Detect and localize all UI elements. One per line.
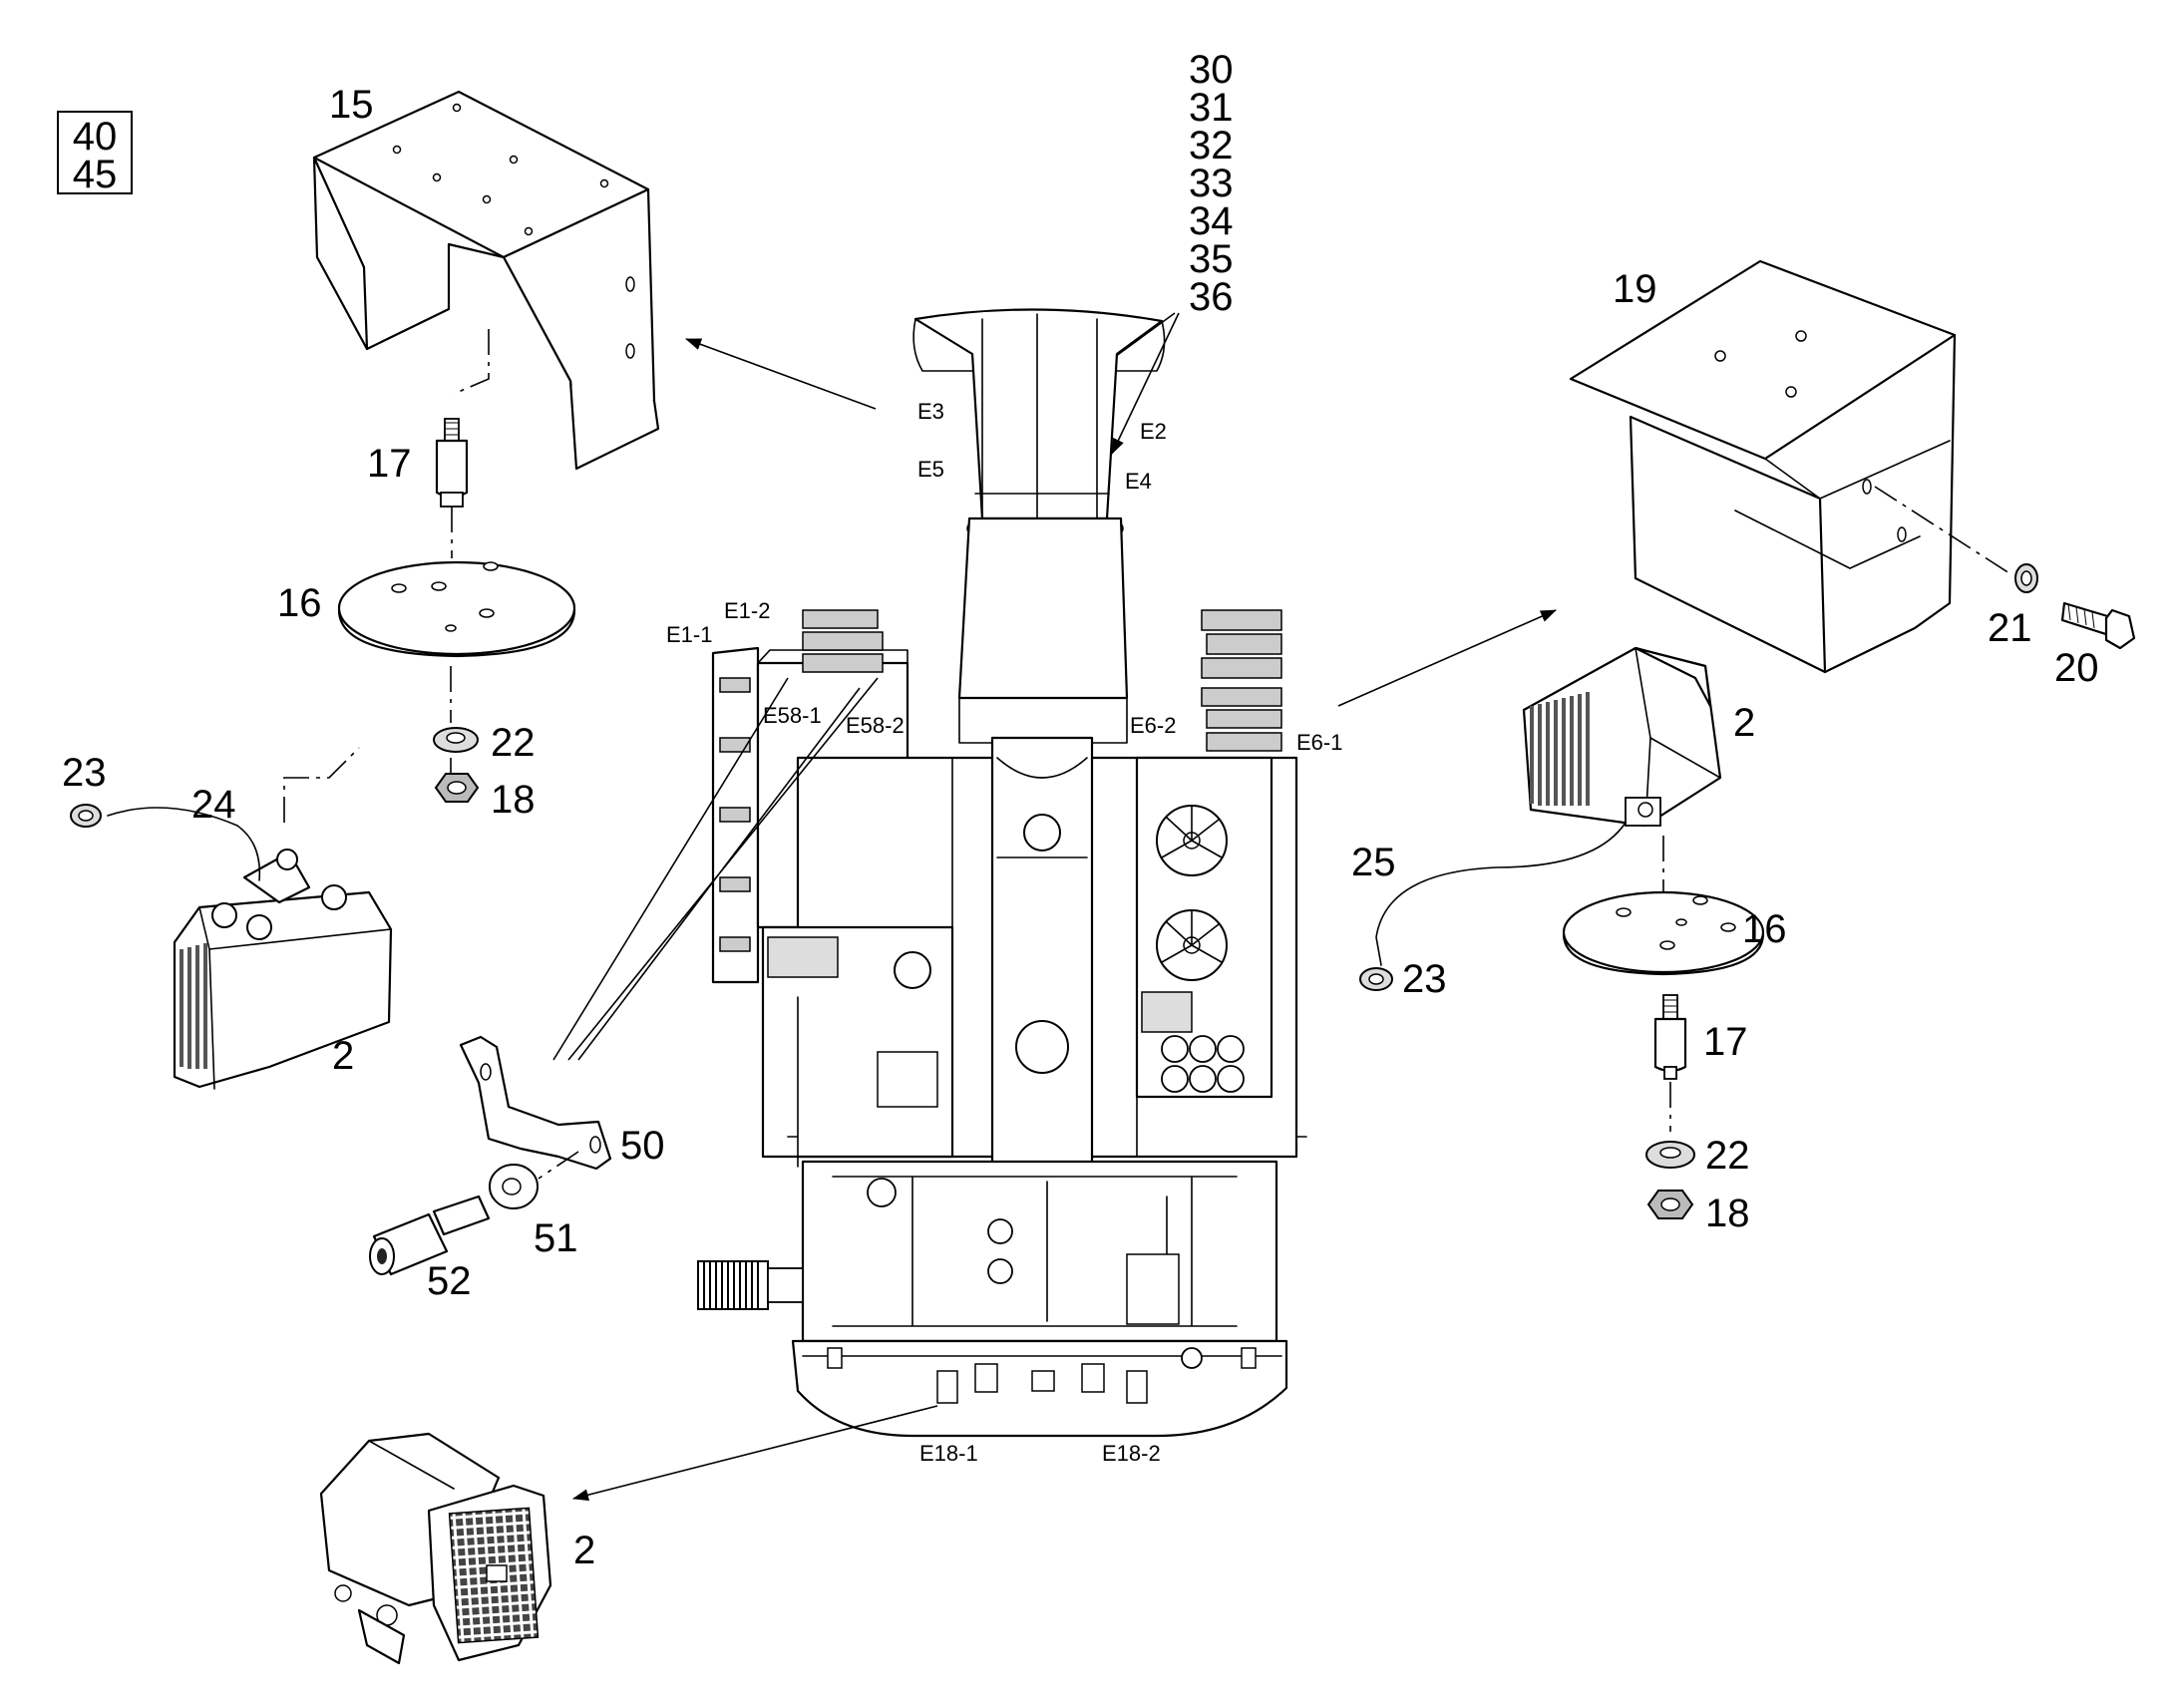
machine-body-icon: [697, 308, 1307, 1438]
ref-e6-1: E6-1: [1296, 730, 1342, 755]
callout-35: 35: [1189, 237, 1234, 281]
ref-e1-1: E1-1: [666, 622, 712, 647]
page-ref-line1: 40: [73, 115, 118, 159]
arrow-to-19: [1337, 609, 1557, 707]
cable-25: [1375, 822, 1627, 966]
callout-25: 25: [1351, 841, 1396, 884]
cable-24: [107, 807, 261, 881]
callout-31: 31: [1189, 86, 1234, 130]
ref-e5: E5: [917, 457, 944, 482]
callout-18a: 18: [491, 778, 536, 822]
callout-15: 15: [329, 83, 374, 127]
callout-17a: 17: [367, 442, 412, 486]
centerline-15: [453, 329, 490, 395]
grommet-23b-icon: [1359, 967, 1393, 991]
callout-30: 30: [1189, 48, 1234, 92]
callout-22b: 22: [1705, 1134, 1750, 1178]
callout-16a: 16: [277, 581, 322, 625]
callout-50: 50: [620, 1124, 665, 1168]
bracket-19-icon: [1569, 259, 1957, 674]
callout-16b: 16: [1742, 907, 1787, 951]
callout-36: 36: [1189, 275, 1234, 319]
cable-drum: [697, 1260, 804, 1310]
callout-21: 21: [1988, 606, 2032, 650]
ref-e58-2: E58-2: [846, 713, 905, 738]
callout-2b: 2: [1733, 701, 1755, 745]
callout-32: 32: [1189, 124, 1234, 168]
callout-stack-30-36: 30 31 32 33 34 35 36: [1189, 48, 1234, 319]
callout-51: 51: [534, 1216, 578, 1260]
ref-e18-1: E18-1: [919, 1441, 978, 1466]
callout-23a: 23: [62, 751, 107, 795]
fan-upper: [1156, 805, 1228, 876]
callout-34: 34: [1189, 199, 1234, 243]
callout-22a: 22: [491, 721, 536, 765]
callout-19: 19: [1613, 267, 1657, 311]
grommet-23a-icon: [70, 804, 102, 828]
callout-2a: 2: [332, 1034, 354, 1078]
rubber-mount-17a-icon: [435, 418, 469, 508]
callout-18b: 18: [1705, 1192, 1750, 1235]
arrow-to-lamp-c: [572, 1405, 938, 1502]
centerline-50: [538, 1151, 579, 1180]
nut-18a-icon: [434, 773, 480, 803]
leaders-50: [552, 677, 879, 1061]
leader-36-right: [1111, 312, 1180, 455]
page-ref-box: 40 45: [57, 111, 133, 196]
work-light-2c-icon: [319, 1432, 552, 1665]
mount-plate-16b-icon: [1562, 890, 1765, 976]
callout-20: 20: [2054, 646, 2099, 690]
arrow-to-15: [685, 338, 877, 410]
bracket-15-icon: [312, 90, 660, 471]
centerline-lamp-a: [283, 747, 360, 823]
callout-52: 52: [427, 1259, 472, 1303]
screw-52-icon: [369, 1195, 491, 1276]
callout-24: 24: [191, 783, 236, 827]
work-light-2b-icon: [1522, 646, 1722, 828]
page-ref-line2: 45: [73, 153, 118, 196]
centerline-19: [1874, 486, 2010, 574]
ref-e18-2: E18-2: [1102, 1441, 1161, 1466]
bolt-20-icon: [2060, 601, 2136, 650]
rubber-mount-17b-icon: [1653, 994, 1687, 1080]
callout-2c: 2: [573, 1529, 595, 1572]
callout-23b: 23: [1402, 957, 1447, 1001]
work-light-2a-icon: [173, 849, 393, 1090]
callout-33: 33: [1189, 162, 1234, 205]
washer-51-icon: [489, 1164, 539, 1209]
washer-22a-icon: [433, 727, 479, 753]
ref-e2: E2: [1140, 419, 1167, 444]
ref-e6-2: E6-2: [1130, 713, 1176, 738]
washer-21-icon: [2014, 563, 2038, 593]
washer-22b-icon: [1645, 1141, 1695, 1169]
nut-18b-icon: [1646, 1190, 1694, 1219]
mount-plate-16a-icon: [337, 560, 576, 658]
fan-lower: [1156, 909, 1228, 981]
ref-e3: E3: [917, 399, 944, 424]
ref-e1-2: E1-2: [724, 598, 770, 623]
clip-50-icon: [459, 1035, 612, 1171]
ref-e4: E4: [1125, 469, 1152, 494]
ref-e58-1: E58-1: [763, 703, 822, 728]
callout-17b: 17: [1703, 1020, 1748, 1064]
